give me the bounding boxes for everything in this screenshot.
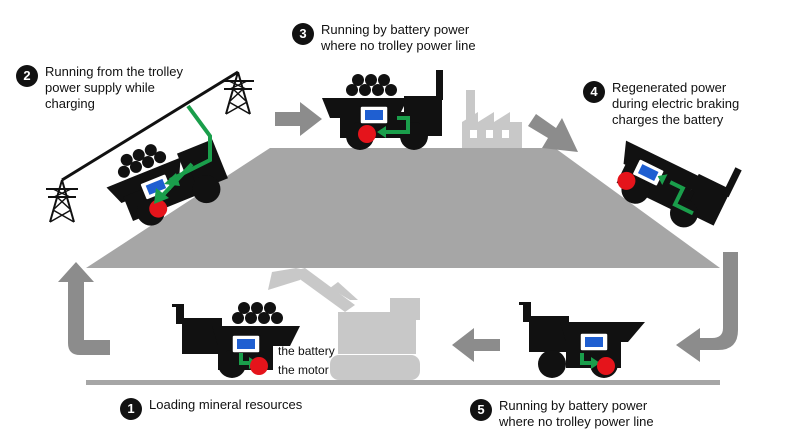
trolley-power-line: [61, 70, 239, 182]
step-description: Running by battery power where no trolle…: [499, 398, 654, 429]
motor-icon: [358, 125, 376, 143]
step-number-badge: 5: [470, 399, 492, 421]
factory-icon: [462, 90, 522, 148]
transmission-tower-icon: [45, 179, 79, 223]
step-2: 2 Running from the trolley power supply …: [16, 64, 183, 112]
step-description: Loading mineral resources: [149, 397, 303, 412]
motor-icon: [597, 357, 615, 375]
step-4: 4 Regenerated power during electric brak…: [583, 80, 739, 128]
haul-truck-icon: [616, 140, 742, 228]
step-number-badge: 1: [120, 398, 142, 420]
step-description: Running from the trolley power supply wh…: [45, 64, 184, 111]
flow-arrow-icon: [528, 114, 578, 152]
step-3: 3 Running by battery power where no trol…: [292, 22, 476, 54]
step-1: 1 Loading mineral resources: [120, 397, 302, 420]
motor-icon: [617, 171, 636, 190]
step-number-badge: 2: [16, 65, 38, 87]
excavator-icon: [268, 268, 420, 380]
haul-truck-icon: [172, 302, 300, 378]
haul-truck-icon: [322, 70, 443, 150]
step-number-badge: 4: [583, 81, 605, 103]
haul-truck-icon: [519, 302, 645, 378]
motor-icon: [149, 199, 168, 218]
step-5: 5 Running by battery power where no trol…: [470, 398, 654, 430]
mine-hill: [86, 148, 720, 268]
flow-arrow-icon: [452, 328, 500, 362]
motor-label: the motor: [278, 363, 329, 377]
battery-label: the battery: [278, 344, 335, 358]
motor-icon: [250, 357, 268, 375]
ground-line: [86, 380, 720, 385]
step-description: Regenerated power during electric brakin…: [612, 80, 740, 127]
flow-arrow-icon: [676, 252, 738, 362]
flow-arrow-icon: [275, 102, 322, 136]
trolley-current-arrow: [154, 104, 212, 204]
step-number-badge: 3: [292, 23, 314, 45]
step-description: Running by battery power where no trolle…: [321, 22, 476, 53]
flow-arrow-icon: [58, 262, 110, 355]
